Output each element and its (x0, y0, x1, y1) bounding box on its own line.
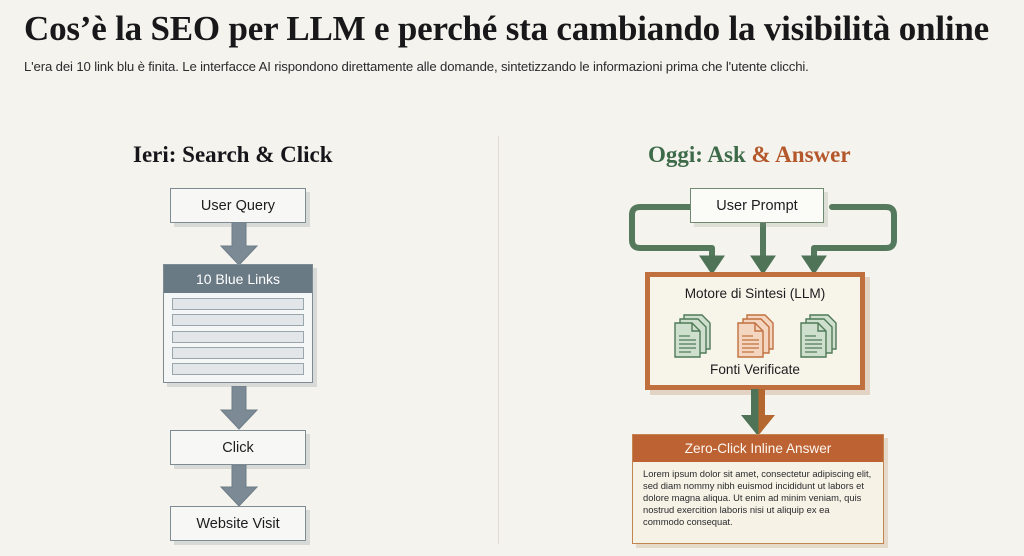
node-serp-panel: 10 Blue Links (163, 264, 313, 383)
right-column-title: Oggi: Ask & Answer (648, 141, 851, 169)
arrow-click-to-visit (219, 465, 259, 507)
serp-panel-header-label: 10 Blue Links (195, 271, 281, 287)
node-llm-panel: Motore di Sintesi (LLM) (645, 272, 865, 390)
page-subtitle: L'era dei 10 link blu è finita. Le inter… (24, 59, 809, 74)
answer-card-body: Lorem ipsum dolor sit amet, consectetur … (643, 468, 872, 528)
column-divider (498, 136, 499, 544)
serp-result-row (172, 346, 304, 359)
node-website-visit-label: Website Visit (196, 515, 280, 532)
node-answer-card: Zero-Click Inline Answer Lorem ipsum dol… (632, 434, 884, 544)
serp-result-row (172, 298, 304, 310)
node-user-query: User Query (170, 188, 306, 223)
node-website-visit: Website Visit (170, 506, 306, 541)
document-stack-icon (800, 314, 837, 358)
right-column-title-rust: & Answer (751, 142, 851, 167)
serp-result-list (172, 298, 304, 375)
node-click: Click (170, 430, 306, 465)
document-stack-icon (737, 314, 774, 358)
serp-result-row (172, 330, 304, 343)
arrow-llm-to-answer (741, 389, 775, 436)
node-user-prompt: User Prompt (690, 188, 824, 223)
green-branch-connectors (629, 204, 897, 275)
llm-panel-title: Motore di Sintesi (LLM) (684, 286, 826, 301)
answer-card-header-label: Zero-Click Inline Answer (684, 441, 832, 456)
document-stack-icon (674, 314, 711, 358)
page-header: Cos’è la SEO per LLM e perché sta cambia… (0, 0, 1024, 96)
source-document-group (650, 310, 860, 362)
node-user-query-label: User Query (200, 197, 276, 214)
left-column-title: Ieri: Search & Click (133, 142, 333, 167)
serp-result-row (172, 314, 304, 327)
arrow-serp-to-click (219, 386, 259, 430)
serp-panel-header: 10 Blue Links (164, 265, 312, 293)
page-title: Cos’è la SEO per LLM e perché sta cambia… (24, 9, 989, 48)
serp-result-row (172, 363, 304, 375)
answer-card-header: Zero-Click Inline Answer (633, 435, 883, 462)
node-user-prompt-label: User Prompt (716, 197, 798, 214)
llm-panel-caption: Fonti Verificate (710, 362, 800, 377)
arrow-query-to-serp (219, 222, 259, 266)
node-click-label: Click (222, 439, 254, 456)
right-column-title-green: Oggi: Ask (648, 142, 746, 167)
